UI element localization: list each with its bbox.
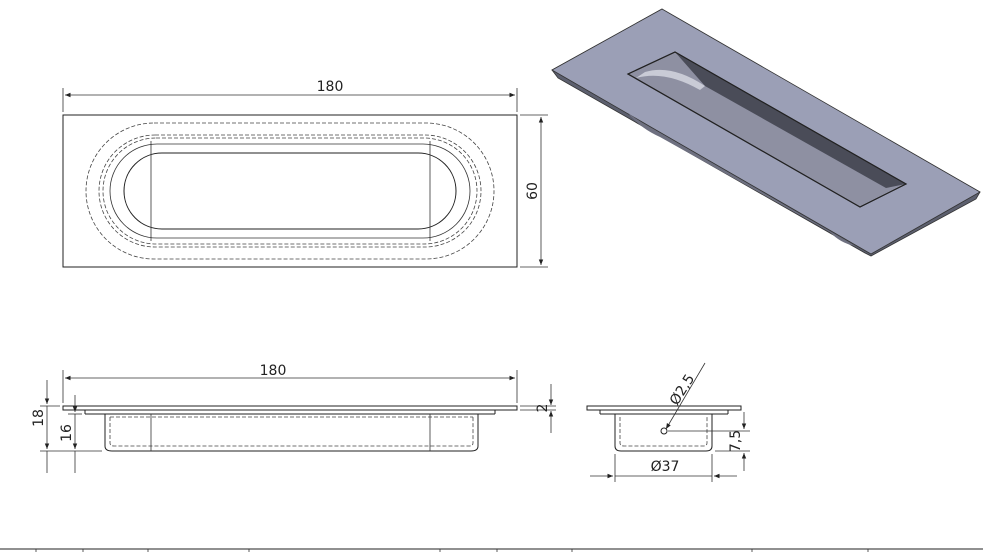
dimension-top-length: 180 xyxy=(62,79,518,112)
dimension-top-width: 60 xyxy=(520,114,548,268)
side-view-plate xyxy=(586,405,742,411)
front-view: 180 18 16 2 xyxy=(31,363,556,473)
side-view: Ø2,5 7,5 Ø37 xyxy=(586,362,750,482)
isometric-recess-rim xyxy=(626,51,908,208)
top-view-plate-outline xyxy=(62,114,518,268)
dimension-front-body-height: 16 xyxy=(59,395,82,473)
dimension-side-body-diameter: Ø37 xyxy=(590,454,737,482)
side-view-body xyxy=(614,414,713,452)
dimension-front-body-height-label: 16 xyxy=(59,424,75,442)
top-view: 180 60 xyxy=(62,79,548,268)
dimension-front-length-label: 180 xyxy=(260,363,287,379)
isometric-recess-curved-end xyxy=(636,69,705,90)
front-view-hidden-inner xyxy=(109,417,474,447)
dimension-top-width-label: 60 xyxy=(525,182,541,200)
top-view-body-hidden-outline-outer xyxy=(98,134,482,248)
top-view-body-hidden-outline-inner xyxy=(102,137,478,245)
dimension-side-hole-diameter: Ø2,5 xyxy=(665,362,706,430)
side-view-hole xyxy=(660,427,668,435)
dimension-top-length-label: 180 xyxy=(317,79,344,95)
dimension-front-total-height-label: 18 xyxy=(31,409,47,427)
dimension-front-plate-thickness-label: 2 xyxy=(535,404,551,413)
isometric-recess-wall xyxy=(675,52,906,188)
top-view-cutout-opening xyxy=(123,152,457,230)
top-view-flange-hidden-outline xyxy=(85,122,495,260)
dimension-side-body-diameter-label: Ø37 xyxy=(651,459,680,475)
dimension-front-total-height: 18 xyxy=(31,380,102,473)
isometric-body-underside xyxy=(628,113,855,246)
dimension-side-hole-diameter-label: Ø2,5 xyxy=(667,372,698,409)
front-view-plate xyxy=(62,405,518,411)
side-view-hidden-inner xyxy=(619,417,708,447)
top-view-cutout-rim xyxy=(109,143,471,239)
isometric-view xyxy=(551,8,981,257)
dimension-side-hole-offset: 7,5 xyxy=(668,412,750,471)
dimension-side-hole-offset-label: 7,5 xyxy=(728,430,744,452)
front-view-body xyxy=(104,414,479,452)
dimension-front-length: 180 xyxy=(62,363,518,403)
dimension-front-plate-thickness: 2 xyxy=(520,384,556,433)
